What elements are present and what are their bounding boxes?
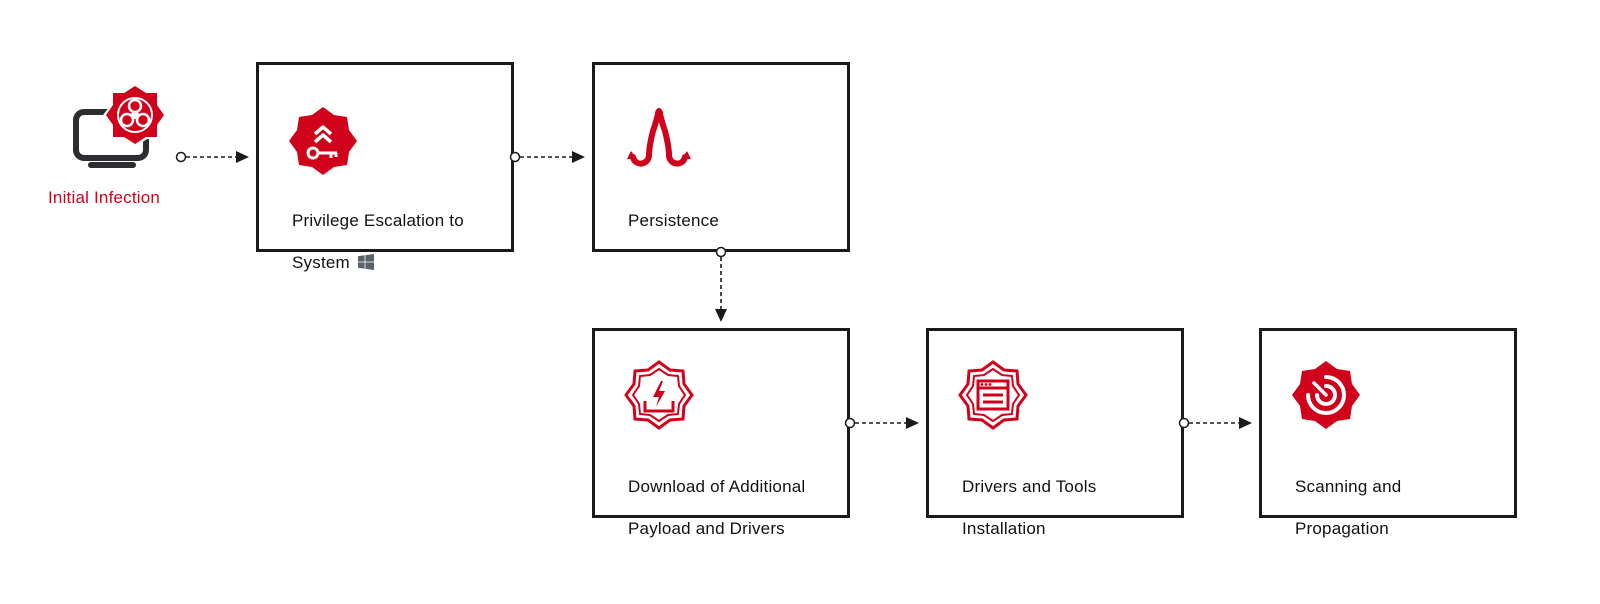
drivers-tools-title-line1: Drivers and Tools [962, 477, 1097, 496]
arrow-head-icon [715, 309, 727, 322]
download-node: Download of Additional Payload and Drive… [592, 328, 850, 538]
download-payload-icon [624, 360, 694, 430]
installer-window-icon [958, 360, 1028, 430]
scanning-node: Scanning and Propagation [1259, 328, 1517, 538]
scanning-title-line2: Propagation [1295, 519, 1389, 538]
persistence-title: Persistence [628, 211, 720, 230]
fishhook-icon [627, 108, 691, 167]
privilege-escalation-title-line2: System [292, 253, 350, 272]
key-escalation-icon [289, 107, 357, 175]
edge-persistence-to-download [715, 246, 727, 322]
privilege-escalation-node: Privilege Escalation to System [256, 62, 514, 272]
arrow-head-icon [1239, 417, 1252, 429]
arrow-head-icon [906, 417, 919, 429]
privilege-escalation-title-line1: Privilege Escalation to [292, 211, 464, 230]
scanning-title-line1: Scanning and [1295, 477, 1402, 496]
initial-infection-label: Initial Infection [48, 188, 161, 207]
edge-initial-to-privilege [175, 151, 249, 163]
download-title-line1: Download of Additional [628, 477, 806, 496]
edge-privilege-to-persistence [509, 151, 585, 163]
drivers-tools-title-line2: Installation [962, 519, 1046, 538]
drivers-tools-node: Drivers and Tools Installation [926, 328, 1184, 538]
computer-biohazard-icon [73, 83, 167, 168]
arrow-head-icon [236, 151, 249, 163]
radar-icon [1292, 361, 1360, 429]
arrow-head-icon [572, 151, 585, 163]
download-title-line2: Payload and Drivers [628, 519, 785, 538]
edge-drivers-to-scanning [1178, 417, 1252, 429]
windows-logo-icon [357, 254, 374, 270]
edge-download-to-drivers [844, 417, 919, 429]
